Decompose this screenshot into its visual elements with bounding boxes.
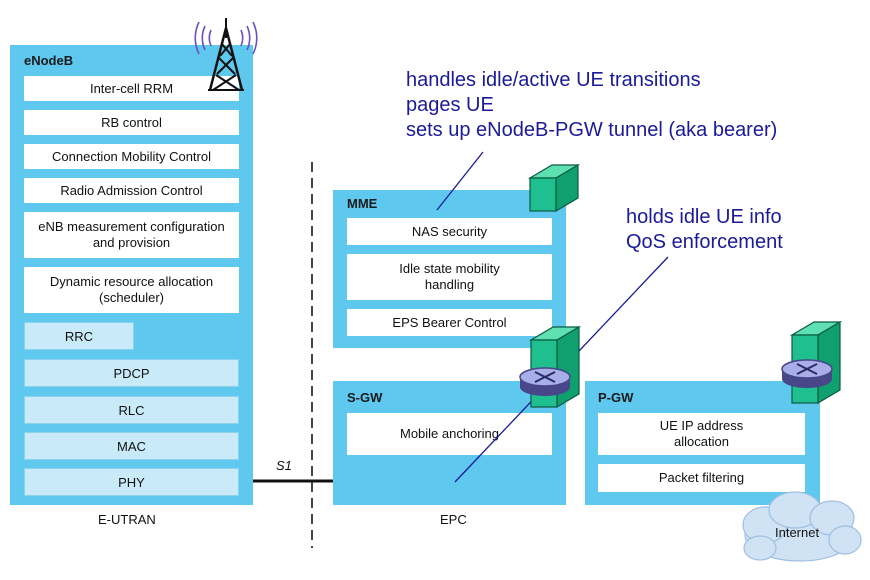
enodeb-function-rb-control: RB control [24, 110, 239, 135]
mme-function-nas-security: NAS security [347, 218, 552, 245]
mme-function-eps-bearer: EPS Bearer Control [347, 309, 552, 336]
e-utran-label: E-UTRAN [98, 512, 156, 527]
enodeb-title: eNodeB [24, 53, 74, 68]
mac-layer: MAC [24, 432, 239, 460]
internet-label: Internet [775, 525, 820, 540]
rrc-layer: RRC [24, 322, 134, 350]
enodeb-function-connection-mobility: Connection Mobility Control [24, 144, 239, 169]
sgw-router-icon [519, 367, 571, 396]
pgw-function-packet-filtering: Packet filtering [598, 464, 805, 492]
mme-note-line-1: handles idle/active UE transitions [406, 69, 701, 91]
enodeb-function-scheduler: Dynamic resource allocation (scheduler) [24, 267, 239, 313]
mme-note-pointer [436, 151, 484, 211]
antenna-icon [194, 18, 258, 91]
rlc-layer: RLC [24, 396, 239, 424]
mme-function-idle-mobility: Idle state mobility handling [347, 254, 552, 300]
mme-note-line-3: sets up eNodeB-PGW tunnel (aka bearer) [406, 119, 778, 141]
pgw-function-ip-allocation: UE IP address allocation [598, 413, 805, 455]
phy-layer: PHY [24, 468, 239, 496]
enodeb-function-radio-admission: Radio Admission Control [24, 178, 239, 203]
mme-note-line-2: pages UE [406, 94, 494, 116]
enodeb-function-inter-cell-rrm: Inter-cell RRM [24, 76, 239, 101]
pgw-router-icon [781, 359, 833, 388]
mme-title: MME [347, 196, 378, 211]
sgw-function-mobile-anchoring: Mobile anchoring [347, 413, 552, 455]
sgw-title: S-GW [347, 390, 383, 405]
mme-server-icon [527, 163, 581, 213]
pgw-title: P-GW [598, 390, 634, 405]
enodeb-function-measurement: eNB measurement configuration and provis… [24, 212, 239, 258]
sgw-note-line-2: QoS enforcement [626, 231, 783, 253]
internet-cloud-icon [742, 491, 862, 562]
sgw-note: holds idle UE info QoS enforcement [626, 205, 783, 255]
epc-label: EPC [440, 512, 467, 527]
pdcp-layer: PDCP [24, 359, 239, 387]
s1-interface-label: S1 [276, 458, 292, 473]
mme-note: handles idle/active UE transitions pages… [406, 68, 777, 143]
sgw-note-line-1: holds idle UE info [626, 206, 782, 228]
